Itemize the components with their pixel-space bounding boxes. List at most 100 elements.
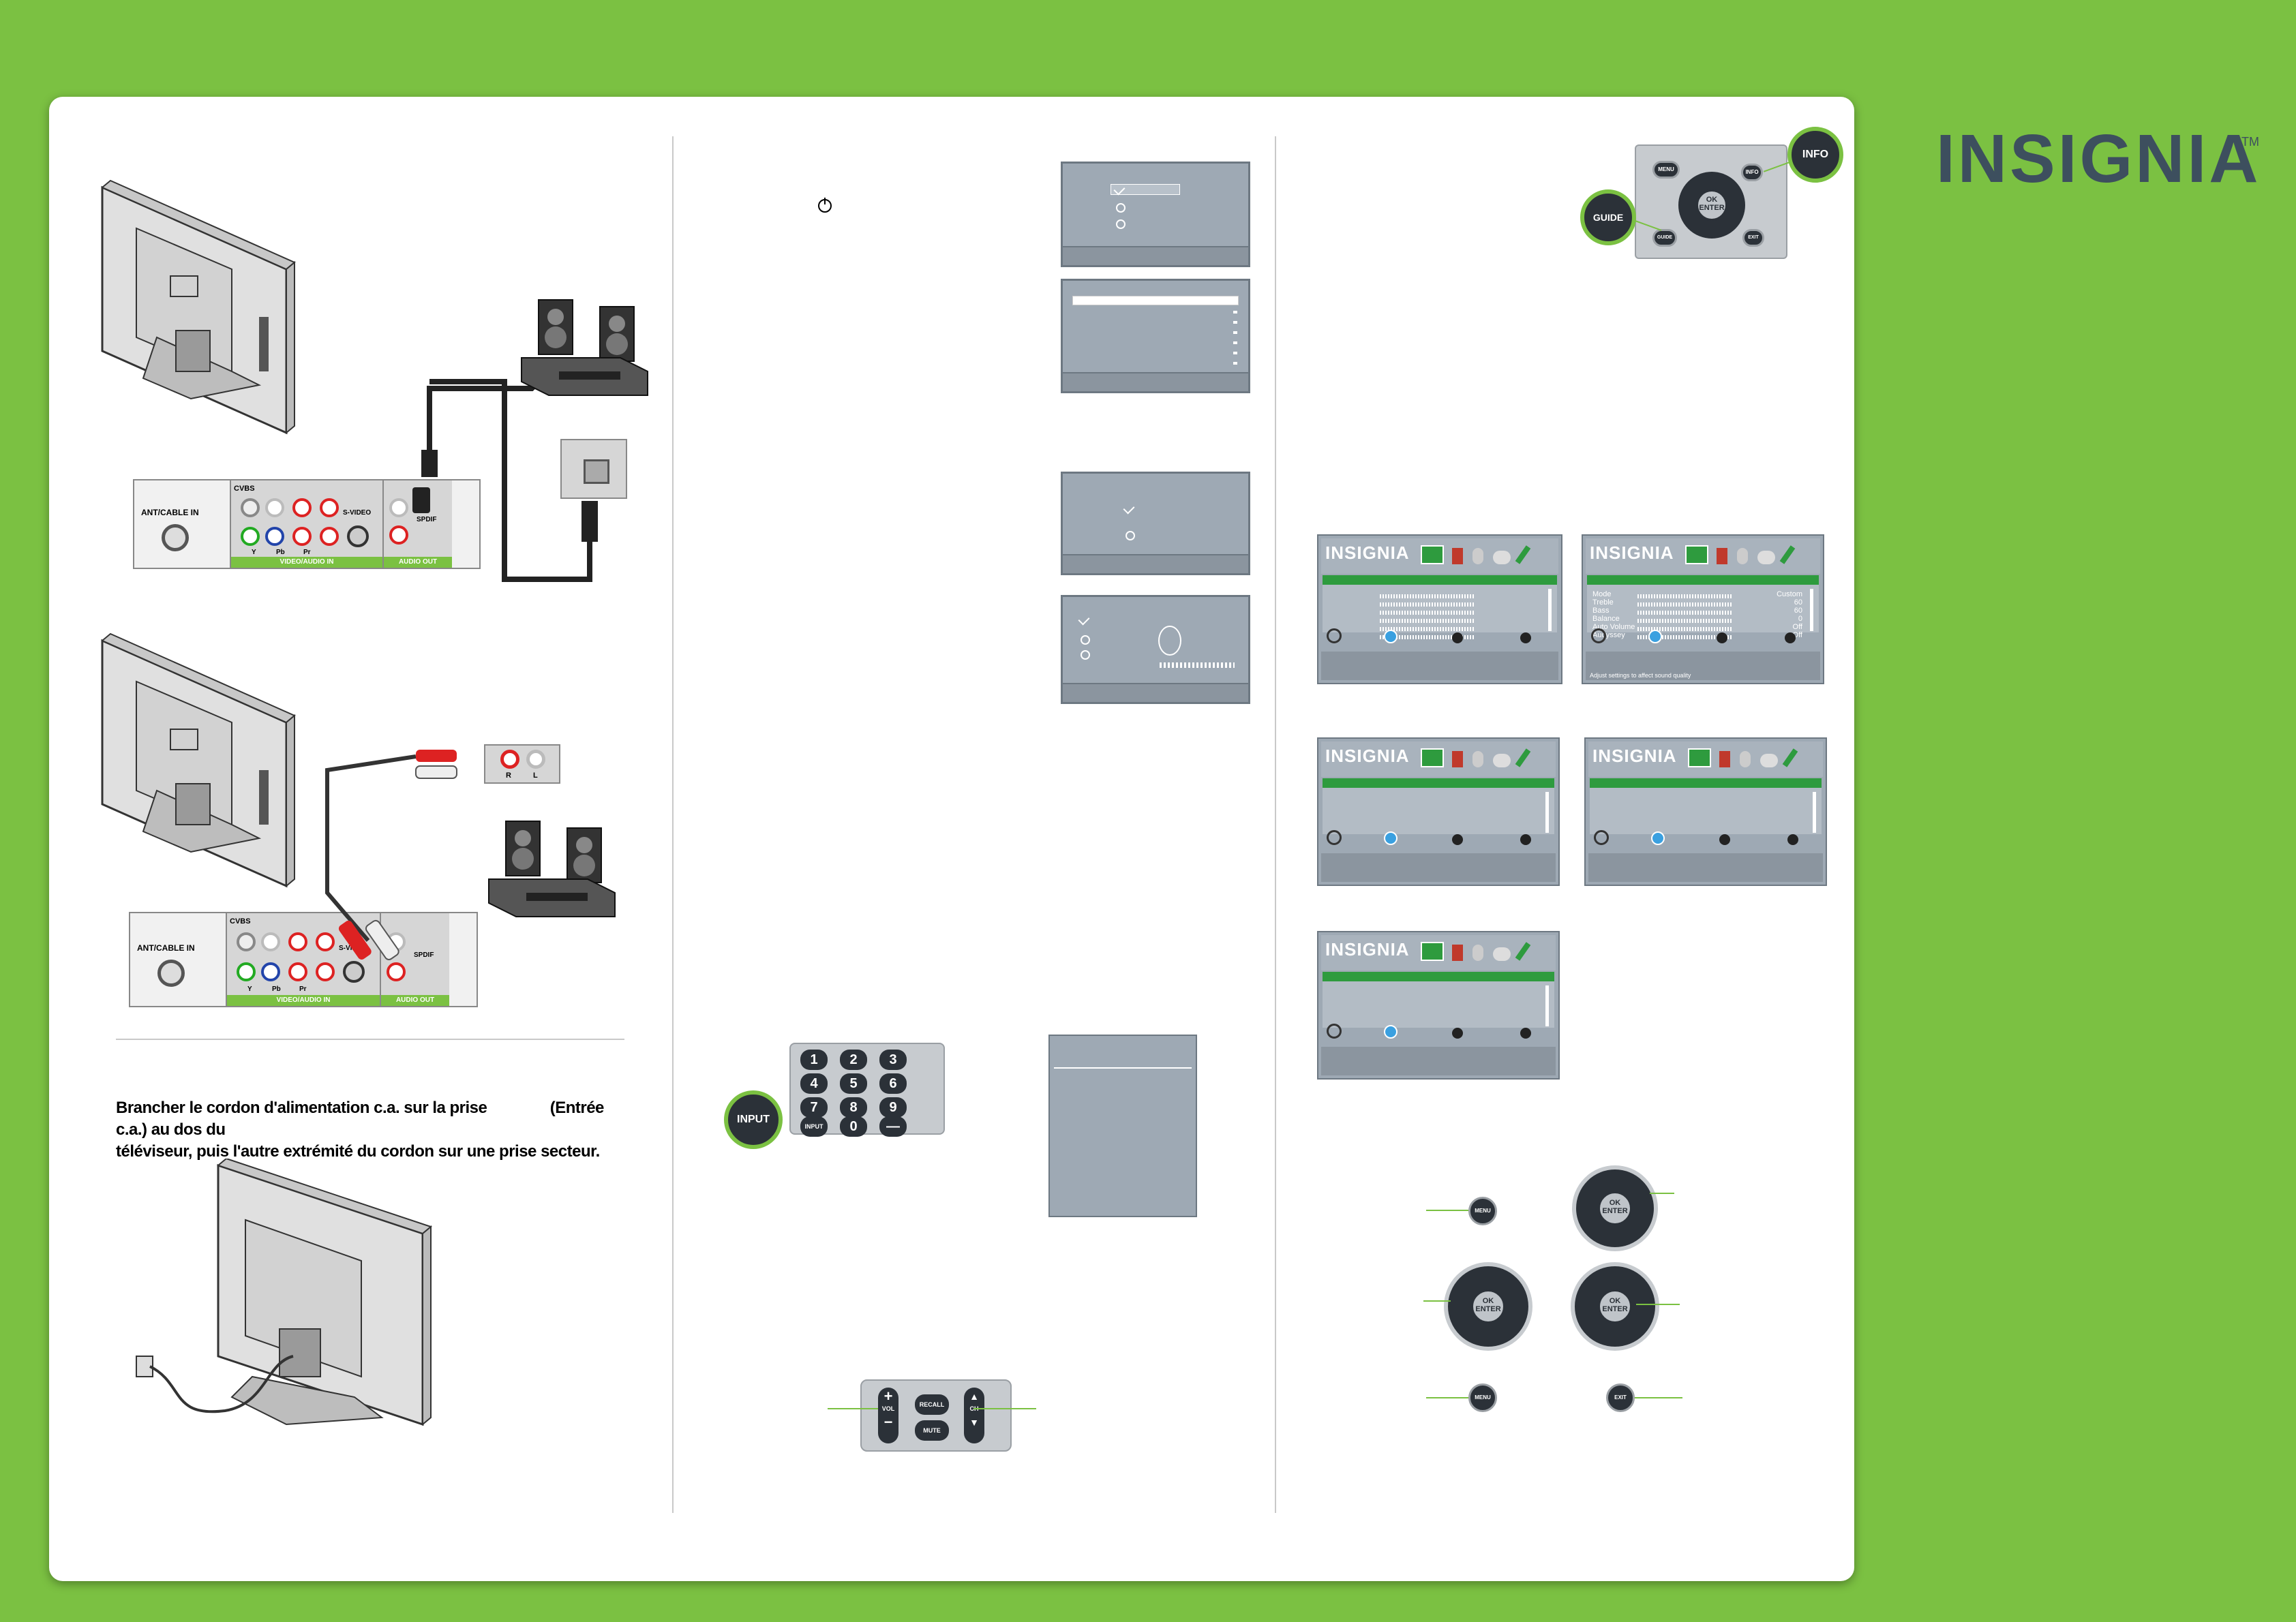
nav-dpad-2[interactable]: OK ENTER <box>1444 1262 1532 1351</box>
power-icon <box>818 198 832 213</box>
cvbs-label: CVBS <box>230 917 251 925</box>
key-1[interactable]: 1 <box>800 1050 828 1070</box>
audio-r-jack <box>288 932 307 951</box>
menu-logo: INSIGNIA <box>1325 542 1410 563</box>
menu-logo: INSIGNIA <box>1592 746 1677 766</box>
audio-row-value[interactable]: 60 <box>1794 607 1802 615</box>
remote-dpad[interactable]: OK ENTER <box>1674 168 1749 243</box>
menu-scrollbar[interactable] <box>1548 589 1552 631</box>
ant-label: ANT/CABLE IN <box>137 943 195 953</box>
audio-row-value[interactable]: Off <box>1792 623 1802 631</box>
spdif-label: SPDIF <box>414 951 434 959</box>
enter-label: ENTER <box>1475 1305 1501 1313</box>
menu-button-nav-2[interactable]: MENU <box>1468 1383 1497 1412</box>
rca-jack-inset: R L <box>484 744 560 784</box>
menu-hint: Adjust settings to affect sound quality <box>1590 672 1691 679</box>
cvbs-label: CVBS <box>234 485 255 493</box>
nav-dpad-1[interactable]: OK ENTER <box>1572 1165 1658 1251</box>
ok-label: OK <box>1609 1199 1621 1207</box>
ch-up-icon[interactable]: ▲ <box>969 1391 979 1402</box>
menu-button-nav-1[interactable]: MENU <box>1468 1197 1497 1225</box>
setup-screen-4 <box>1061 595 1250 704</box>
audio-row-label[interactable]: Mode <box>1592 590 1612 598</box>
menu-scrollbar[interactable] <box>1545 985 1549 1026</box>
audio-row-value[interactable]: 60 <box>1794 598 1802 607</box>
menu-tab-icons <box>1421 545 1531 568</box>
key-0[interactable]: 0 <box>840 1116 867 1137</box>
cvbs-jack <box>237 932 256 951</box>
pr-jack <box>288 962 307 981</box>
menu-scrollbar[interactable] <box>1545 792 1549 833</box>
audio-row-label[interactable]: Bass <box>1592 607 1610 615</box>
mute-button[interactable]: MUTE <box>915 1420 949 1441</box>
audio-out-label: AUDIO OUT <box>381 995 449 1006</box>
menu-nav-2-line <box>1426 1397 1468 1398</box>
setup-screen-3 <box>1061 472 1250 575</box>
input-callout: INPUT <box>724 1090 783 1149</box>
y-jack <box>237 962 256 981</box>
audio-row-label[interactable]: Treble <box>1592 598 1614 607</box>
svideo-jack <box>343 961 365 983</box>
input-source-list <box>1048 1035 1197 1217</box>
key-9[interactable]: 9 <box>879 1097 907 1118</box>
dpad-3-line <box>1636 1304 1680 1305</box>
menu-tab-icons <box>1421 748 1531 771</box>
vol-rocker[interactable]: + VOL − <box>878 1388 898 1443</box>
exit-button-nav[interactable]: EXIT <box>1606 1383 1635 1412</box>
tv-back-diagram-1 <box>101 179 296 435</box>
video-audio-in-label: VIDEO/AUDIO IN <box>227 995 380 1006</box>
column-divider-2 <box>1275 136 1276 1513</box>
setup-screen-2 <box>1061 279 1250 393</box>
vol-ch-control-strip: + VOL − RECALL MUTE ▲ CH ▼ <box>860 1379 1012 1452</box>
exit-button[interactable]: EXIT <box>1742 229 1764 247</box>
guide-button[interactable]: GUIDE <box>1652 229 1677 247</box>
column-divider-1 <box>672 136 674 1513</box>
ok-label: OK <box>1609 1297 1621 1305</box>
pb-label: Pb <box>276 549 285 556</box>
info-callout: INFO <box>1787 127 1843 183</box>
audio-row-value[interactable]: Custom <box>1777 590 1802 598</box>
enter-label: ENTER <box>1602 1207 1628 1215</box>
y-jack <box>241 527 260 546</box>
ch-down-icon[interactable]: ▼ <box>969 1417 979 1428</box>
key-3[interactable]: 3 <box>879 1050 907 1070</box>
audio-row-label[interactable]: Auto Volume <box>1592 623 1635 631</box>
key-7[interactable]: 7 <box>800 1097 828 1118</box>
nav-dpad-3[interactable]: OK ENTER <box>1571 1262 1659 1351</box>
input-key[interactable]: INPUT <box>800 1116 828 1137</box>
out-l-jack <box>389 498 408 517</box>
ch-rocker[interactable]: ▲ CH ▼ <box>964 1388 984 1443</box>
dash-key[interactable]: — <box>879 1116 907 1137</box>
enter-label: ENTER <box>1699 204 1725 212</box>
key-8[interactable]: 8 <box>840 1097 867 1118</box>
audio-row-label[interactable]: Balance <box>1592 615 1620 623</box>
key-2[interactable]: 2 <box>840 1050 867 1070</box>
recall-button[interactable]: RECALL <box>915 1394 949 1415</box>
rca-r-label: R <box>506 771 511 780</box>
menu-scrollbar[interactable] <box>1810 589 1813 631</box>
menu-button[interactable]: MENU <box>1652 161 1680 179</box>
key-4[interactable]: 4 <box>800 1073 828 1094</box>
svideo-jack <box>347 525 369 547</box>
menu-scrollbar[interactable] <box>1813 792 1816 833</box>
key-6[interactable]: 6 <box>879 1073 907 1094</box>
menu-nav-1-line <box>1426 1210 1468 1211</box>
vol-minus[interactable]: − <box>883 1413 893 1430</box>
vol-plus[interactable]: + <box>883 1388 893 1405</box>
audio-r2-jack <box>316 932 335 951</box>
power-instruction: Brancher le cordon d'alimentation c.a. s… <box>116 1097 634 1163</box>
enter-label: ENTER <box>1602 1305 1628 1313</box>
audio-r2-jack <box>320 498 339 517</box>
video-audio-block: CVBS S-VIDEO Y Pb Pr VIDEO/AUDIO IN <box>230 480 382 568</box>
audio-r-jack <box>292 498 312 517</box>
audio-l-jack <box>265 498 284 517</box>
r3-jack <box>316 962 335 981</box>
audio-out-block: SPDIF AUDIO OUT <box>382 480 452 568</box>
audio-row-value[interactable]: 0 <box>1798 615 1802 623</box>
key-5[interactable]: 5 <box>840 1073 867 1094</box>
out-r-jack <box>387 962 406 981</box>
menu-logo: INSIGNIA <box>1325 746 1410 766</box>
osd-menu-picture: INSIGNIA <box>1317 534 1562 684</box>
info-button[interactable]: INFO <box>1741 164 1763 181</box>
section-divider <box>116 1039 624 1040</box>
